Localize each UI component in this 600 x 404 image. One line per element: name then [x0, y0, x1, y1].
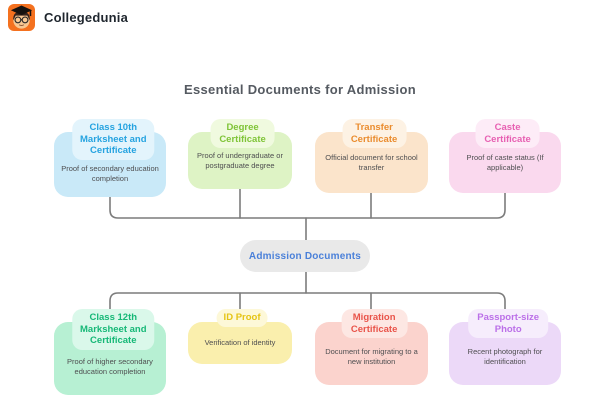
- card-description: Document for migrating to a new institut…: [325, 347, 418, 367]
- card-transfer-certificate: Transfer Certificate Official document f…: [315, 119, 428, 193]
- card-caste-certificate: Caste Certificate Proof of caste status …: [449, 119, 561, 193]
- card-title: Degree Certificate: [210, 119, 275, 149]
- card-class-10th-marksheet: Class 10th Marksheet and Certificate Pro…: [54, 119, 166, 197]
- card-description: Verification of identity: [204, 338, 276, 347]
- card-title: ID Proof: [216, 309, 268, 327]
- brand-name: Collegedunia: [44, 10, 129, 25]
- card-title: Class 10th Marksheet and Certificate: [72, 119, 155, 160]
- center-node-label: Admission Documents: [248, 250, 362, 262]
- card-title: Transfer Certificate: [342, 119, 407, 149]
- card-degree-certificate: Degree Certificate Proof of undergraduat…: [188, 119, 292, 189]
- card-title: Caste Certificate: [475, 119, 540, 149]
- card-description: Proof of higher secondary education comp…: [67, 357, 153, 377]
- bottom-bus-line: [109, 292, 506, 313]
- card-title: Class 12th Marksheet and Certificate: [72, 309, 155, 350]
- card-title: Migration Certificate: [341, 309, 408, 339]
- card-title: Passport-size Photo: [468, 309, 549, 339]
- card-description: Proof of secondary education completion: [61, 164, 159, 184]
- card-migration-certificate: Migration Certificate Document for migra…: [315, 309, 428, 385]
- card-passport-size-photo: Passport-size Photo Recent photograph fo…: [449, 309, 561, 385]
- card-description: Proof of undergraduate or postgraduate d…: [197, 151, 283, 171]
- graduate-mascot-icon: [8, 4, 35, 31]
- card-class-12th-marksheet: Class 12th Marksheet and Certificate Pro…: [54, 309, 166, 395]
- center-node-admission-documents: Admission Documents: [240, 240, 370, 272]
- page-title: Essential Documents for Admission: [184, 82, 416, 97]
- card-description: Official document for school transfer: [325, 153, 418, 173]
- brand-header: Collegedunia: [8, 4, 128, 31]
- card-id-proof: ID Proof Verification of identity: [188, 309, 292, 364]
- card-description: Recent photograph for identification: [467, 347, 543, 367]
- card-description: Proof of caste status (If applicable): [466, 153, 544, 173]
- top-bus-line: [109, 192, 506, 219]
